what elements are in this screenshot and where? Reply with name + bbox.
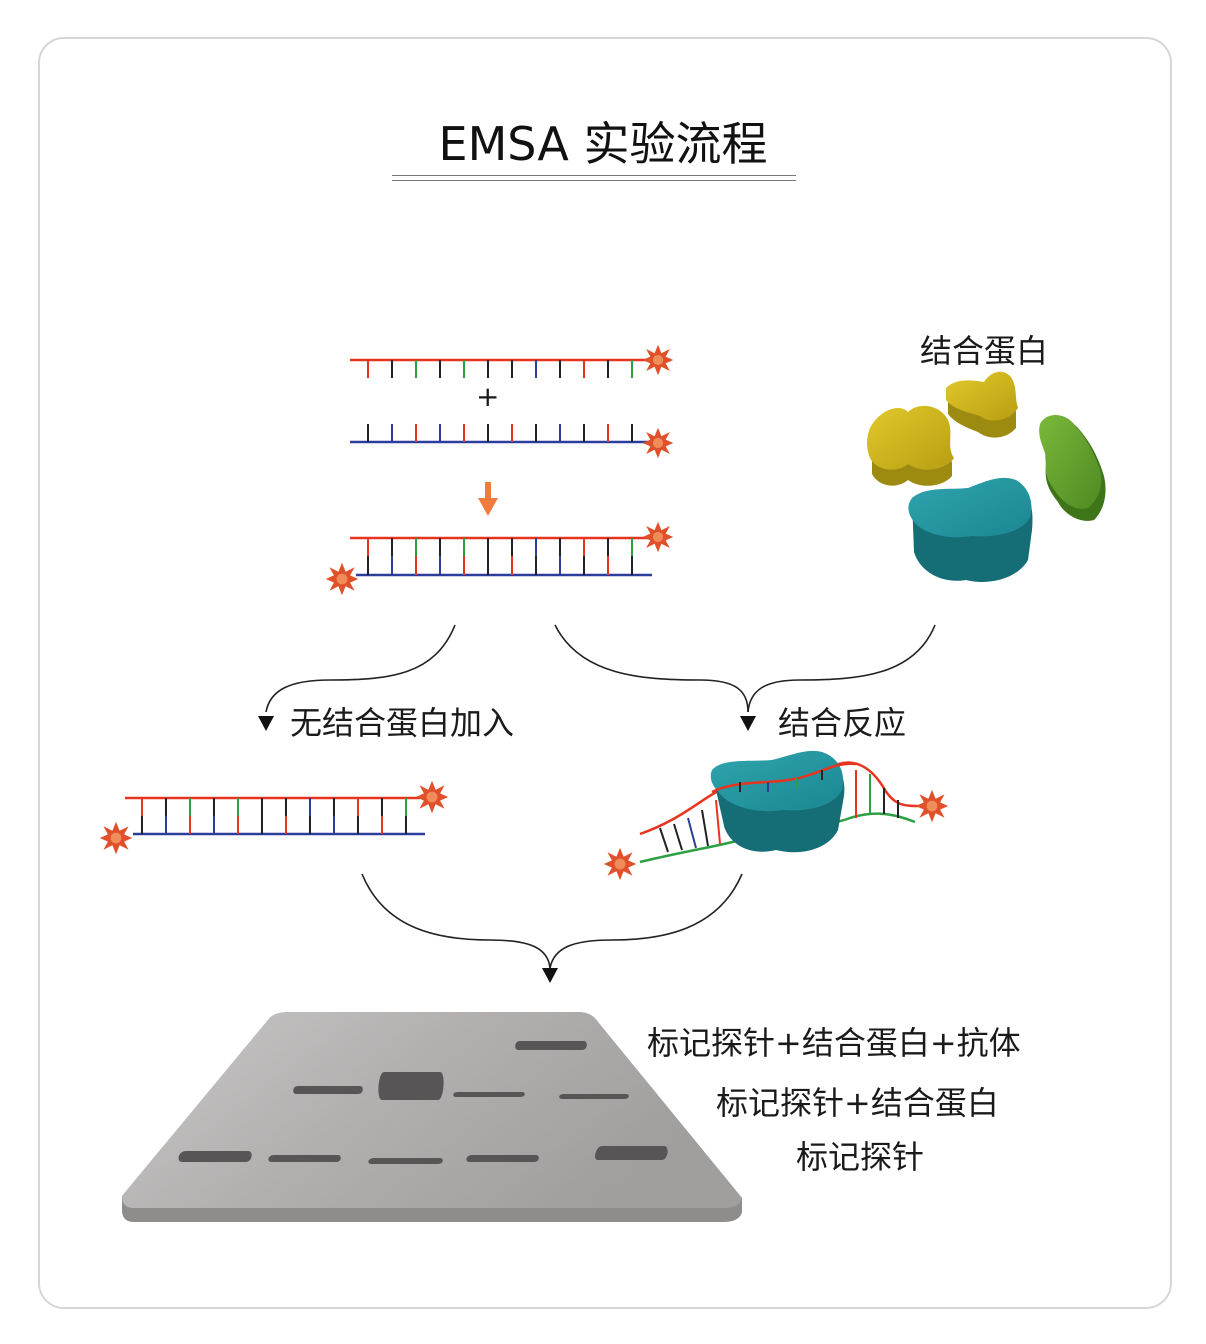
figure-title: EMSA 实验流程 bbox=[438, 117, 768, 171]
gel-band-supershift bbox=[378, 1072, 444, 1100]
gel-band bbox=[293, 1086, 363, 1094]
label-star-icon bbox=[415, 780, 449, 814]
label-star-icon bbox=[642, 427, 674, 459]
label-star-icon bbox=[99, 821, 133, 855]
arrow-head-icon bbox=[258, 716, 274, 731]
single-strand-top bbox=[350, 344, 674, 378]
flow-arrows bbox=[265, 624, 936, 969]
label-star-icon bbox=[915, 789, 949, 823]
arrow-to-gel-right bbox=[549, 873, 743, 969]
arrow-reaction-from-probe bbox=[554, 624, 749, 713]
arrow-head-icon bbox=[740, 716, 756, 731]
gel-band bbox=[178, 1151, 252, 1162]
arrow-no-protein bbox=[265, 624, 456, 713]
arrow-reaction-from-protein bbox=[747, 624, 936, 713]
label-star-icon bbox=[642, 521, 674, 553]
gel-band bbox=[515, 1041, 587, 1050]
single-strand-bottom bbox=[350, 424, 674, 459]
gel-band bbox=[368, 1158, 443, 1164]
label-star-icon bbox=[603, 847, 637, 881]
lane-label-protein: 标记探针+结合蛋白 bbox=[716, 1084, 999, 1122]
lane-label-probe: 标记探针 bbox=[796, 1138, 925, 1176]
label-star-icon bbox=[642, 344, 674, 376]
arrow-to-gel-left bbox=[361, 873, 551, 969]
double-strand-probe bbox=[325, 521, 674, 596]
arrow-head-icon bbox=[542, 968, 558, 983]
gel-band bbox=[466, 1155, 539, 1162]
no-protein-label: 无结合蛋白加入 bbox=[290, 704, 515, 742]
plus-sign: + bbox=[476, 380, 500, 413]
label-star-icon bbox=[325, 562, 359, 596]
gel-band bbox=[453, 1092, 525, 1097]
binding-reaction-label: 结合反应 bbox=[778, 704, 907, 742]
title-underline bbox=[392, 175, 796, 181]
binding-protein-label: 结合蛋白 bbox=[920, 332, 1049, 370]
anneal-arrow-icon bbox=[478, 482, 498, 516]
gel-slab bbox=[122, 1012, 742, 1222]
free-probe bbox=[99, 780, 449, 855]
protein-dna-complex bbox=[603, 750, 949, 881]
lane-label-antibody: 标记探针+结合蛋白+抗体 bbox=[647, 1024, 1021, 1062]
gel-band bbox=[595, 1146, 668, 1160]
gel-band bbox=[559, 1094, 629, 1099]
gel-band bbox=[268, 1155, 341, 1162]
binding-protein-cluster bbox=[867, 371, 1106, 582]
